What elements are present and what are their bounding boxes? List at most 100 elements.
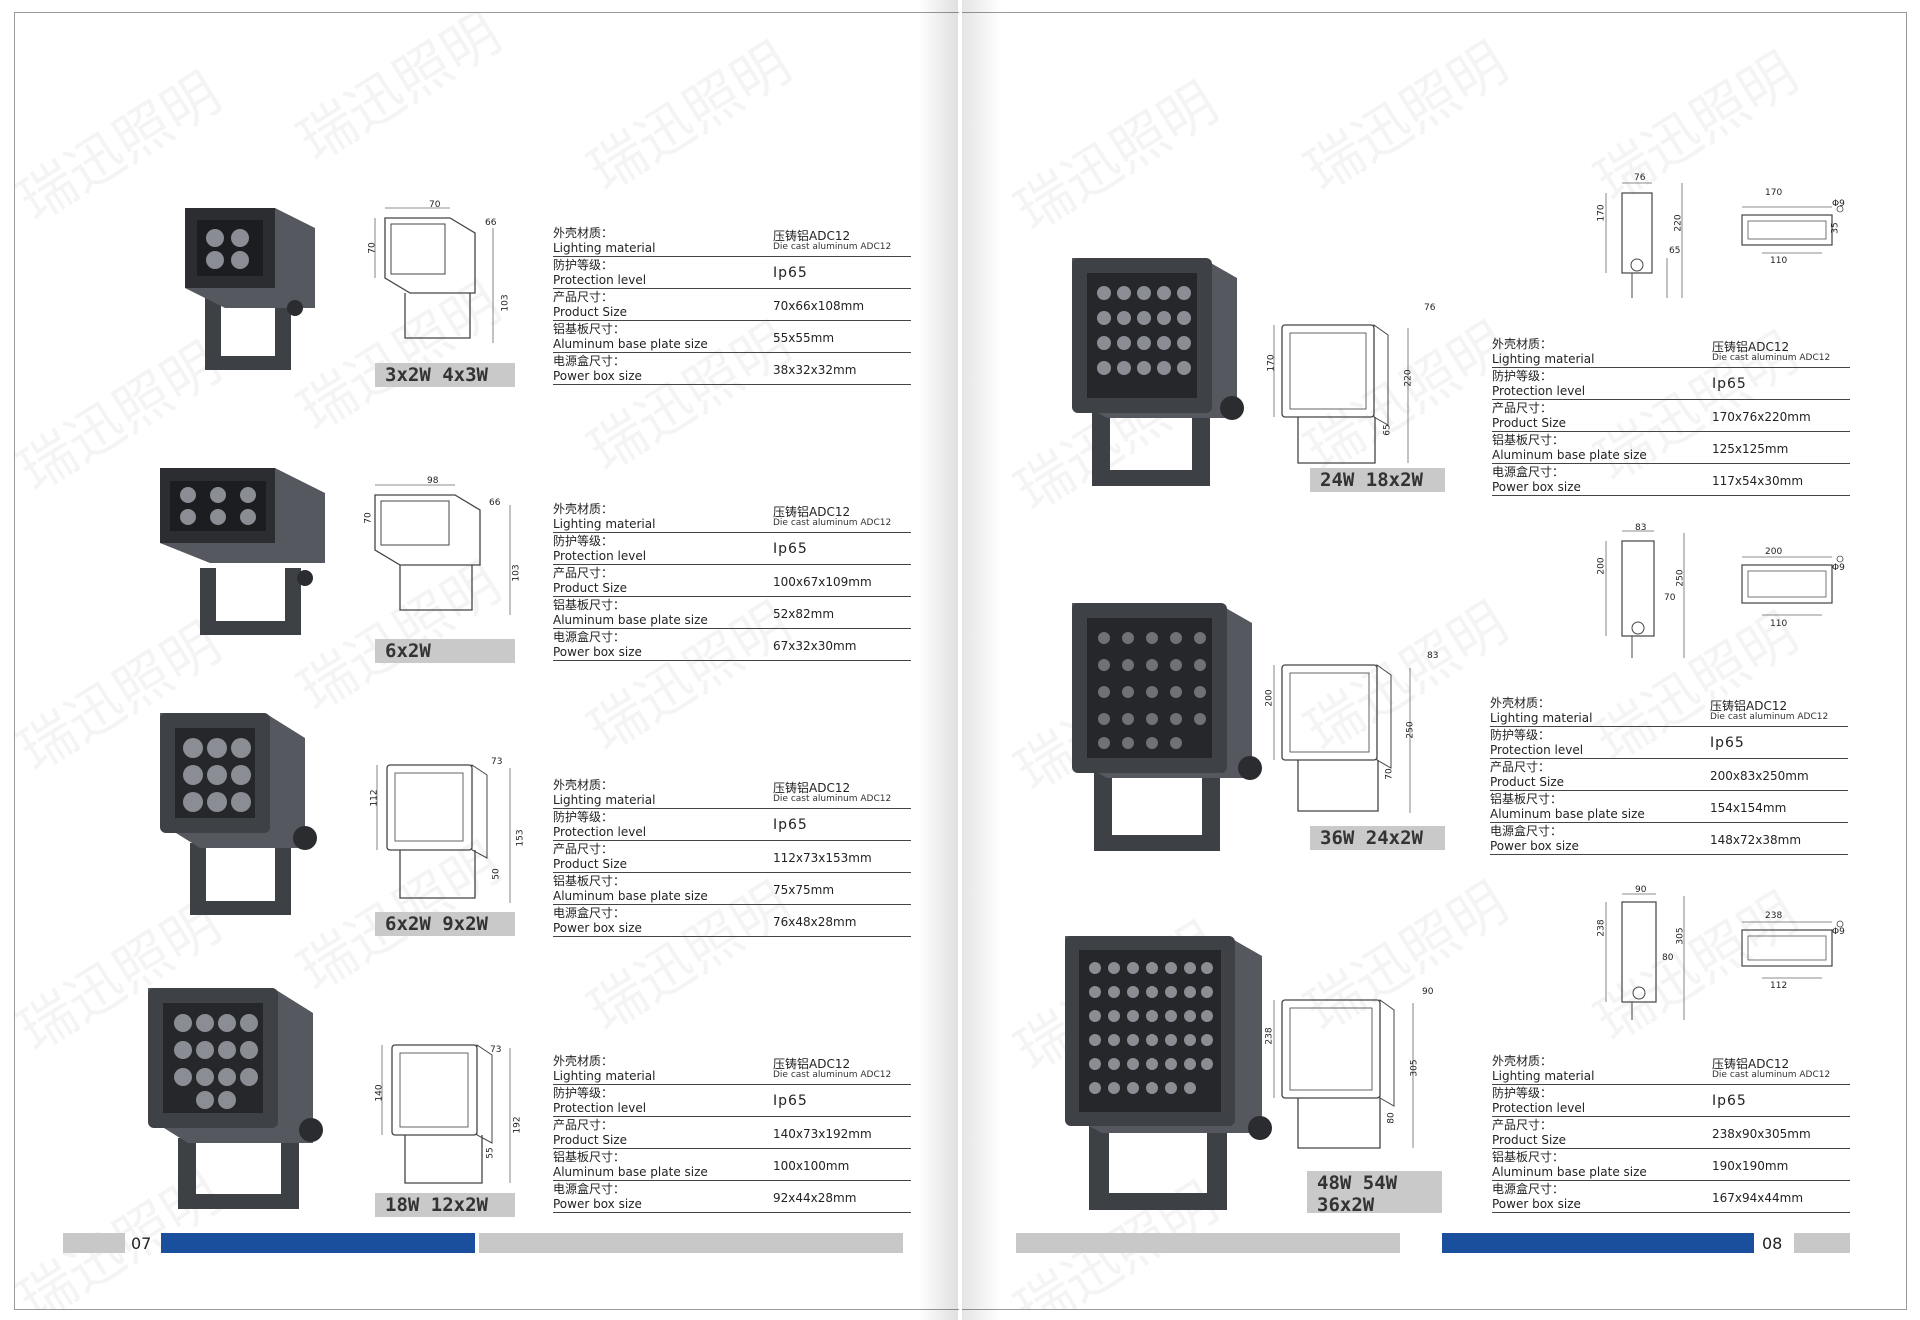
dim-label: 50 (491, 868, 502, 880)
watermark: 瑞迅照明 (1288, 20, 1521, 207)
spec-value: Die cast aluminum ADC12 (1710, 712, 1829, 722)
dim-label: 170 (1596, 204, 1607, 222)
spec-label: 防护等级： (1492, 369, 1553, 383)
dim-label: 90 (1635, 885, 1647, 895)
dim-label: 200 (1765, 547, 1783, 557)
dim-label: 305 (1675, 927, 1686, 945)
spec-value: 170x76x220mm (1712, 410, 1811, 424)
spec-row-box: 电源盒尺寸： Power box size 167x94x44mm (1492, 1181, 1850, 1213)
spec-value: 70x66x108mm (773, 299, 865, 313)
spec-value: Die cast aluminum ADC12 (773, 794, 892, 804)
side-view-drawing (1605, 530, 1685, 658)
left-page: 瑞迅照明 瑞迅照明 瑞迅照明 瑞迅照明 瑞迅照明 瑞迅照明 瑞迅照明 瑞迅照明 … (14, 12, 959, 1310)
floodlight-photo (185, 208, 315, 370)
spec-row-size: 产品尺寸： Product Size 200x83x250mm (1490, 759, 1848, 791)
spec-row-material: 外壳材质： Lighting material 压铸铝ADC12 Die cas… (1490, 695, 1848, 727)
dim-label: 70 (429, 200, 441, 210)
dim-label: 238 (1765, 911, 1783, 921)
spec-label: 产品尺寸： (553, 566, 614, 580)
dim-label: 70 (363, 512, 374, 524)
dimension-drawing (1273, 664, 1411, 813)
spec-label: 外壳材质： (1492, 337, 1553, 351)
spec-label: 防护等级： (1490, 728, 1551, 742)
spec-label: Protection level (1492, 1101, 1586, 1115)
spec-row-box: 电源盒尺寸： Power box size 117x54x30mm (1492, 464, 1850, 496)
dim-label: 250 (1405, 721, 1416, 739)
dim-label: 112 (1770, 981, 1788, 991)
spec-label: 防护等级： (553, 534, 614, 548)
dim-label: 238 (1264, 1027, 1275, 1045)
dimension-drawing (381, 1044, 511, 1184)
floodlight-photo (160, 713, 317, 915)
wattage-tag: 3x2W 4x3W (375, 363, 515, 387)
spec-label: 电源盒尺寸： (1492, 1182, 1565, 1196)
spec-row-material: 外壳材质： Lighting material 压铸铝ADC12 Die cas… (553, 1053, 911, 1085)
dim-label: 103 (511, 564, 522, 582)
watermark: 瑞迅照明 (571, 20, 804, 207)
dimension-drawing (376, 764, 511, 903)
spec-row-plate: 铝基板尺寸： Aluminum base plate size 75x75mm (553, 873, 911, 905)
dim-label: 220 (1673, 214, 1684, 232)
spec-value: 压铸铝ADC12 (773, 1057, 851, 1071)
spec-label: Lighting material (553, 793, 656, 807)
spec-value: 140x73x192mm (773, 1127, 872, 1141)
dimension-drawing (1072, 308, 1232, 478)
spec-label: 铝基板尺寸： (553, 322, 626, 336)
spec-value: Ip65 (773, 541, 808, 557)
spec-label: 外壳材质： (1492, 1054, 1553, 1068)
dim-label: 65 (1669, 246, 1681, 256)
spec-label: Lighting material (553, 517, 656, 531)
spec-label: Product Size (553, 581, 628, 595)
spec-row-protection: 防护等级： Protection level Ip65 (1492, 1085, 1850, 1117)
spec-label: 产品尺寸： (1490, 760, 1551, 774)
spec-label: 防护等级： (1492, 1086, 1553, 1100)
spec-row-size: 产品尺寸： Product Size 70x66x108mm (553, 289, 911, 321)
dim-label: 192 (512, 1116, 523, 1134)
floodlight-photo (1065, 936, 1272, 1210)
spec-value: 100x67x109mm (773, 575, 872, 589)
spec-label: 产品尺寸： (553, 842, 614, 856)
spec-label: Lighting material (553, 1069, 656, 1083)
spec-label: Protection level (553, 1101, 647, 1115)
dim-label: 66 (489, 498, 501, 508)
dim-label: 112 (369, 789, 380, 807)
spec-value: Ip65 (773, 1093, 808, 1109)
floodlight-photo (148, 988, 323, 1209)
floodlight-photo (1072, 603, 1262, 851)
dim-label: 220 (1403, 369, 1414, 387)
spec-label: Protection level (553, 825, 647, 839)
footer-bar-blue (161, 1233, 475, 1253)
spec-label: Aluminum base plate size (1492, 448, 1647, 462)
spec-label: 外壳材质： (553, 778, 614, 792)
spec-label: 电源盒尺寸： (553, 1182, 626, 1196)
dimension-drawing (374, 207, 494, 343)
dim-label: 66 (485, 218, 497, 228)
spec-value: 190x190mm (1712, 1159, 1789, 1173)
dim-label: Φ9 (1832, 927, 1845, 937)
spec-label: Power box size (553, 369, 642, 383)
spec-row-material: 外壳材质： Lighting material 压铸铝ADC12 Die cas… (553, 225, 911, 257)
spec-label: Lighting material (1492, 1069, 1595, 1083)
spec-row-size: 产品尺寸： Product Size 170x76x220mm (1492, 400, 1850, 432)
spec-label: 外壳材质： (553, 226, 614, 240)
spec-label: Aluminum base plate size (1492, 1165, 1647, 1179)
dim-label: 200 (1596, 557, 1607, 575)
wattage-tag: 36W 24x2W (1310, 826, 1445, 850)
spec-value: Die cast aluminum ADC12 (1712, 1070, 1831, 1080)
spec-row-protection: 防护等级： Protection level Ip65 (553, 809, 911, 841)
spec-row-plate: 铝基板尺寸： Aluminum base plate size 154x154m… (1490, 791, 1848, 823)
spec-label: 产品尺寸： (1492, 401, 1553, 415)
spec-value: 238x90x305mm (1712, 1127, 1811, 1141)
spec-label: Product Size (553, 1133, 628, 1147)
dim-label: 76 (1634, 173, 1646, 183)
dim-label: 83 (1427, 651, 1439, 661)
power-box-drawing (1741, 205, 1844, 254)
spec-value: 125x125mm (1712, 442, 1789, 456)
spec-label: 铝基板尺寸： (553, 1150, 626, 1164)
spec-table: 外壳材质： Lighting material 压铸铝ADC12 Die cas… (1492, 1053, 1850, 1213)
spec-label: Lighting material (1492, 352, 1595, 366)
dimension-drawing (1273, 999, 1414, 1149)
spec-row-material: 外壳材质： Lighting material 压铸铝ADC12 Die cas… (553, 501, 911, 533)
spec-value: 117x54x30mm (1712, 474, 1804, 488)
dim-label: 170 (1266, 354, 1277, 372)
